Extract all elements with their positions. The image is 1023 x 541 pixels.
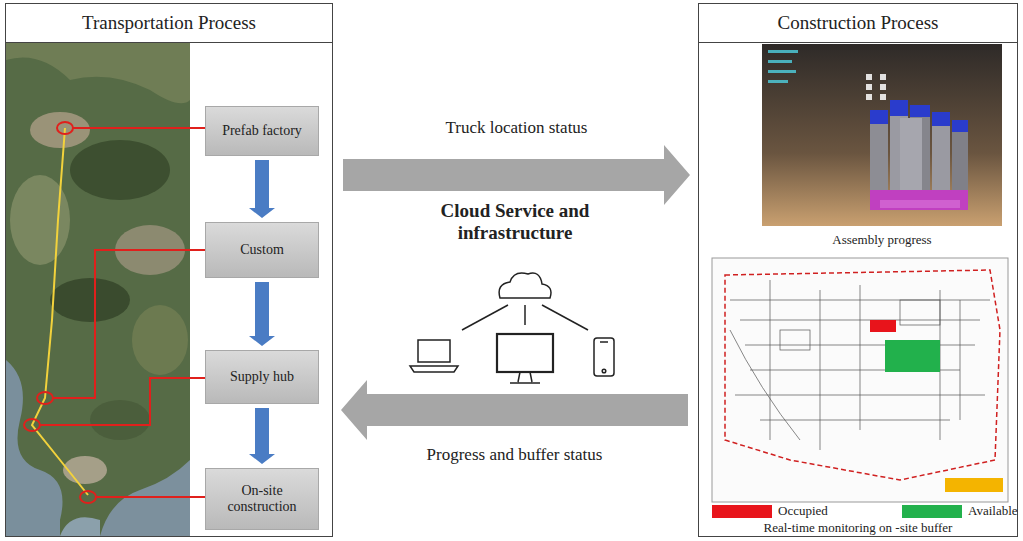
- process-box: Supply hub: [205, 350, 319, 404]
- assembly-3d-view: [762, 44, 1002, 226]
- box-label: Supply hub: [230, 369, 294, 385]
- figure-caption: Real-time monitoring on -site buffer: [698, 520, 1018, 536]
- process-box: On-site construction: [205, 468, 319, 530]
- flow-arrow: [249, 408, 275, 464]
- site-plan: [712, 258, 1008, 502]
- box-label: Custom: [240, 242, 284, 258]
- legend-label: Occupied: [778, 503, 828, 519]
- process-panel: Transportation ProcessPrefab factoryCust…: [5, 3, 333, 537]
- legend-label: Available: [968, 503, 1018, 519]
- data-flow-arrow: [343, 145, 690, 205]
- legend-swatch: [902, 505, 962, 518]
- arrow-label: Progress and buffer status: [424, 445, 606, 465]
- process-box: Prefab factory: [205, 106, 319, 156]
- panel-heading: Construction Process: [699, 4, 1017, 43]
- process-panel: Construction Process: [698, 3, 1018, 537]
- box-label: On-site construction: [212, 483, 312, 515]
- flow-arrow: [249, 282, 275, 346]
- flow-arrow: [249, 160, 275, 218]
- legend-swatch: [712, 505, 772, 518]
- process-box: Custom: [205, 222, 319, 278]
- center-title: Cloud Service and infrastructure: [395, 200, 635, 244]
- panel-heading: Transportation Process: [6, 4, 332, 43]
- cloud-devices-icon: [410, 273, 614, 383]
- data-flow-arrow: [341, 380, 688, 440]
- arrow-label: Truck location status: [443, 118, 591, 138]
- figure-caption: Assembly progress: [762, 232, 1002, 248]
- box-label: Prefab factory: [222, 123, 302, 139]
